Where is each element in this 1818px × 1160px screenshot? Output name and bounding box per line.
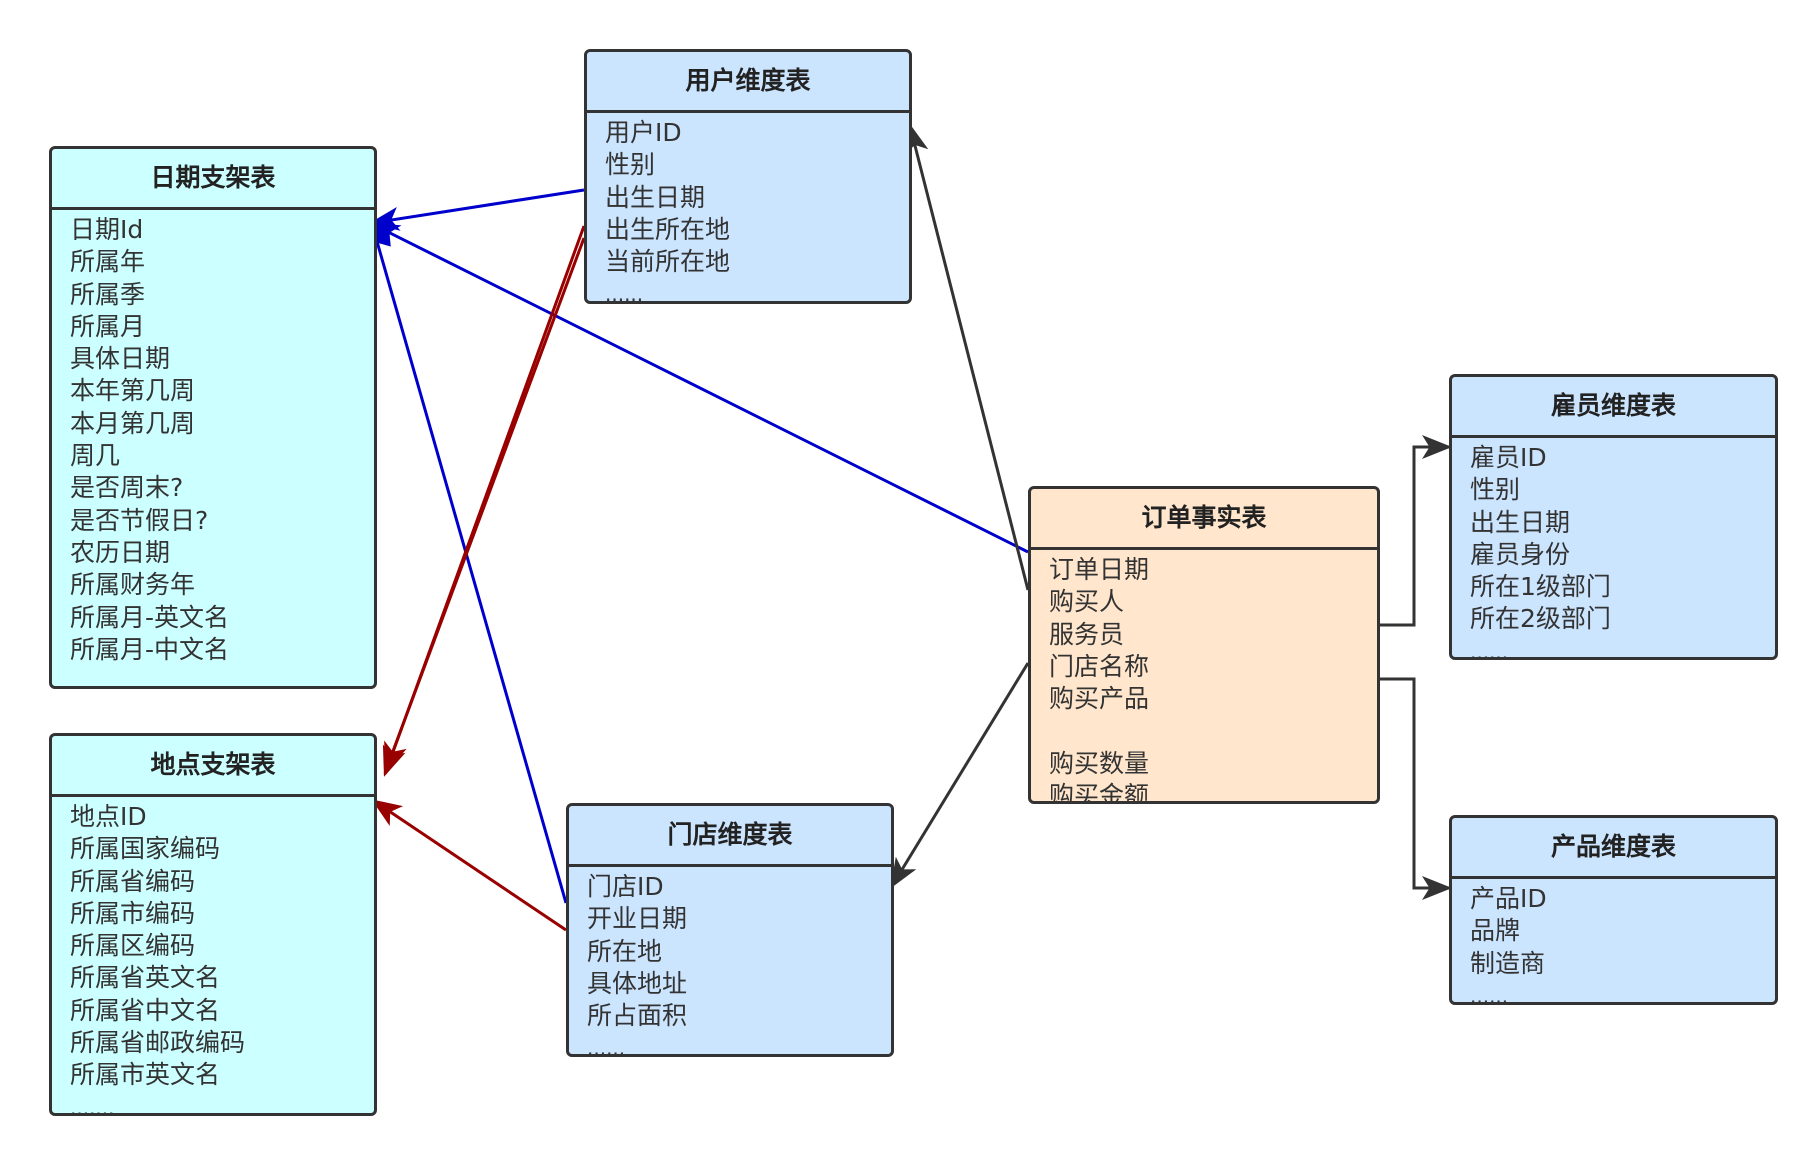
table-order[interactable]: 订单事实表 订单日期购买人服务员门店名称购买产品购买数量购买金额 [1028,486,1380,804]
field-location-3: 所属市编码 [70,898,196,928]
table-store-fields: 门店ID 开业日期所在地具体地址所占面积...... [569,867,891,1057]
field-location-1: 所属国家编码 [70,834,221,864]
field-employee-0: 雇员ID [1470,443,1547,472]
field-date-8: 是否周末? [70,473,184,503]
field-date-14: ........ [70,670,121,689]
field-store-2: 所在地 [587,936,663,966]
edge-user-to-location [382,225,586,777]
table-employee-fields: 雇员ID 性别出生日期雇员身份所在1级部门所在2级部门...... [1452,438,1775,660]
edge-store-to-date [367,221,568,904]
table-product-title: 产品维度表 [1452,818,1775,879]
field-product-2: 制造商 [1470,948,1546,978]
field-order-0: 订单日期 [1049,555,1150,584]
edge-store-to-location [371,799,567,932]
field-date-1: 所属年 [70,247,146,277]
field-order-3: 门店名称 [1049,651,1150,681]
field-location-9: ....... [70,1095,115,1116]
table-location-title: 地点支架表 [52,736,374,797]
edge-order-to-product [1380,677,1452,900]
table-date[interactable]: 日期支架表 日期Id 所属年所属季所属月具体日期本年第几周本月第几周周几是否周末?… [49,146,377,689]
field-location-7: 所属省邮政编码 [70,1028,246,1058]
field-product-0: 产品ID [1470,884,1547,913]
field-date-3: 所属月 [70,311,146,341]
edge-order-to-store [890,662,1030,889]
field-store-4: 所占面积 [587,1001,688,1031]
table-user[interactable]: 用户维度表 用户ID 性别出生日期出生所在地当前所在地...... [584,49,912,304]
field-product-3: ...... [1470,983,1509,1005]
table-product-fields: 产品ID 品牌制造商...... [1452,879,1775,1005]
table-location[interactable]: 地点支架表 地点ID 所属国家编码所属省编码所属市编码所属区编码所属省英文名所属省… [49,733,377,1116]
table-employee[interactable]: 雇员维度表 雇员ID 性别出生日期雇员身份所在1级部门所在2级部门...... [1449,374,1778,660]
table-store[interactable]: 门店维度表 门店ID 开业日期所在地具体地址所占面积...... [566,803,894,1057]
field-store-5: ...... [587,1036,626,1057]
field-date-9: 是否节假日? [70,505,209,535]
table-user-title: 用户维度表 [587,52,909,113]
field-order-4: 购买产品 [1049,684,1150,714]
table-store-title: 门店维度表 [569,806,891,867]
field-employee-5: 所在2级部门 [1470,604,1611,634]
field-date-13: 所属月-中文名 [70,634,230,664]
field-date-6: 本月第几周 [70,408,196,438]
field-order-7: 购买金额 [1049,781,1150,804]
table-employee-title: 雇员维度表 [1452,377,1775,438]
table-date-fields: 日期Id 所属年所属季所属月具体日期本年第几周本月第几周周几是否周末?是否节假日?… [52,210,374,689]
field-user-3: 出生所在地 [605,214,731,244]
field-store-3: 具体地址 [587,968,688,998]
field-user-5: ...... [605,282,644,304]
field-employee-4: 所在1级部门 [1470,572,1611,602]
field-store-0: 门店ID [587,872,664,901]
field-date-4: 具体日期 [70,344,171,374]
field-location-4: 所属区编码 [70,931,196,961]
edge-order-to-employee [1380,435,1452,627]
field-user-0: 用户ID [605,118,682,147]
field-location-2: 所属省编码 [70,866,196,896]
field-employee-2: 出生日期 [1470,507,1571,537]
field-order-6: 购买数量 [1049,748,1150,778]
field-date-11: 所属财务年 [70,570,196,600]
field-order-5 [1049,715,1377,747]
field-date-10: 农历日期 [70,537,171,567]
table-location-fields: 地点ID 所属国家编码所属省编码所属市编码所属区编码所属省英文名所属省中文名所属省… [52,797,374,1116]
field-location-0: 地点ID [70,802,147,831]
field-location-5: 所属省英文名 [70,963,221,993]
field-store-1: 开业日期 [587,904,688,934]
field-date-5: 本年第几周 [70,376,196,406]
field-employee-6: ...... [1470,639,1509,660]
field-date-12: 所属月-英文名 [70,602,230,632]
field-order-1: 购买人 [1049,587,1125,617]
field-user-4: 当前所在地 [605,247,731,277]
field-location-8: 所属市英文名 [70,1060,221,1090]
field-user-2: 出生日期 [605,182,706,212]
table-user-fields: 用户ID 性别出生日期出生所在地当前所在地...... [587,113,909,304]
table-order-title: 订单事实表 [1031,489,1377,550]
table-order-fields: 订单日期购买人服务员门店名称购买产品购买数量购买金额 [1031,550,1377,804]
field-employee-3: 雇员身份 [1470,539,1571,569]
table-date-title: 日期支架表 [52,149,374,210]
table-product[interactable]: 产品维度表 产品ID 品牌制造商...... [1449,815,1778,1005]
field-date-2: 所属季 [70,279,146,309]
field-employee-1: 性别 [1470,475,1521,505]
field-date-0: 日期Id [70,215,144,244]
field-order-2: 服务员 [1049,619,1125,649]
field-user-1: 性别 [605,150,656,180]
edge-user-to-date [369,188,585,231]
field-product-1: 品牌 [1470,916,1521,946]
edge-user-to-location [384,237,586,773]
field-date-7: 周几 [70,441,121,471]
field-location-6: 所属省中文名 [70,995,221,1025]
edge-order-to-user [905,123,1030,591]
